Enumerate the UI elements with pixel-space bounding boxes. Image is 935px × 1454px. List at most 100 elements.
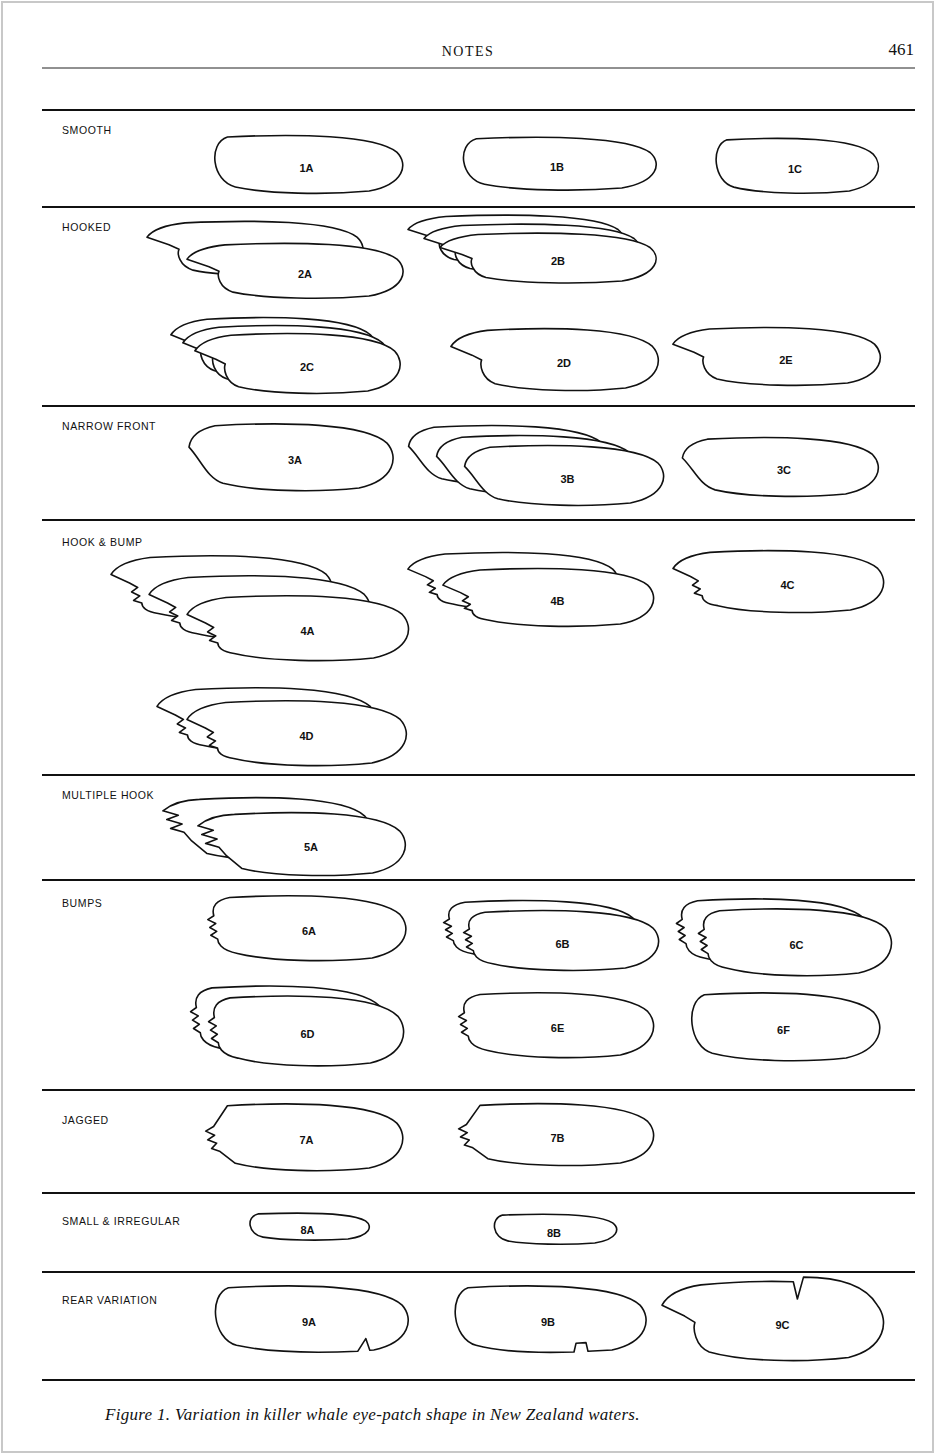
patch-outline [440, 233, 656, 283]
eye-patch: 4D [151, 681, 418, 772]
category-heading: MULTIPLE HOOK [62, 789, 154, 801]
patch-label: 4B [550, 595, 564, 606]
patch-outline [442, 569, 653, 627]
patch-label: 8A [300, 1225, 314, 1236]
eye-patch: 7B [437, 1097, 665, 1172]
patch-outline [208, 896, 406, 961]
patch-label: 9A [302, 1317, 316, 1328]
patch-label: 4D [299, 731, 313, 742]
row-rules [42, 110, 915, 1380]
patch-label: 6F [777, 1024, 790, 1035]
eye-patch: 5A [157, 791, 417, 882]
eye-patch: 9C [656, 1270, 896, 1368]
eye-patch: 8B [473, 1209, 626, 1249]
patch-outline [458, 993, 653, 1058]
eye-patch-outline [422, 894, 670, 977]
eye-patch-outline [402, 209, 668, 289]
patch-label: 1A [299, 162, 313, 173]
patch-label: 5A [304, 842, 318, 853]
eye-patch: 4A [105, 549, 421, 667]
eye-patch: 2E [667, 321, 892, 392]
patch-outline [464, 446, 663, 506]
patch-label: 6B [555, 938, 569, 949]
patch-outline [673, 328, 880, 386]
patch-label: 2C [300, 361, 314, 372]
eye-patch: 2D [445, 322, 670, 397]
patch-label: 3A [288, 455, 302, 466]
patch-label: 4C [780, 579, 794, 590]
eye-patch: 6D [169, 979, 415, 1073]
patch-outline [698, 909, 891, 976]
eye-patch: 7A [184, 1097, 415, 1177]
eye-patch-outline [165, 311, 412, 400]
patch-outline [673, 551, 884, 613]
patch-outline [187, 701, 406, 766]
patch-outline [187, 596, 408, 661]
eye-patch: 1C [689, 132, 889, 199]
patch-label: 4A [300, 626, 314, 637]
eye-patch: 3C [665, 431, 890, 503]
patch-outline [662, 1277, 884, 1361]
patch-label: 7B [550, 1132, 564, 1143]
patch-outline [206, 1104, 403, 1171]
eye-patch: 4B [402, 546, 665, 633]
category-heading-holder: HOOKED [62, 217, 111, 235]
running-header: NOTES [442, 44, 495, 60]
patch-outline [198, 813, 405, 876]
eye-patch: 4C [667, 544, 895, 619]
eye-patch: 1A [184, 129, 415, 200]
eye-patch: 6F [661, 986, 892, 1067]
patch-label: 1B [550, 162, 564, 173]
category-heading: JAGGED [62, 1114, 109, 1126]
patch-outline [716, 139, 878, 194]
patch-label: 1C [788, 164, 802, 175]
category-heading: NARROW FRONT [62, 420, 156, 432]
patch-label: 6E [551, 1023, 564, 1034]
eye-patch: 6C [655, 892, 903, 982]
category-heading-holder: SMALL & IRREGULAR [62, 1211, 180, 1229]
category-heading: HOOK & BUMP [62, 536, 143, 548]
figure-caption: Figure 1. Variation in killer whale eye-… [105, 1405, 640, 1425]
patch-outline [187, 244, 403, 299]
category-heading: SMALL & IRREGULAR [62, 1215, 180, 1227]
patch-outline [215, 1286, 408, 1352]
eye-patch: 6E [437, 986, 665, 1064]
patch-outline [455, 1286, 646, 1352]
patch-label: 7A [299, 1135, 313, 1146]
page-number: 461 [889, 40, 915, 60]
patch-outline [215, 136, 403, 194]
patch-label: 2D [557, 357, 571, 368]
eye-patch: 9B [424, 1279, 658, 1359]
patch-outline [692, 993, 880, 1061]
patch-label: 8B [547, 1227, 561, 1238]
patch-outline [189, 424, 393, 491]
category-heading-holder: MULTIPLE HOOK [62, 785, 154, 803]
patch-outline [208, 996, 403, 1066]
eye-patch-outline [105, 549, 421, 667]
patch-outline [463, 138, 656, 191]
patch-label: 2E [779, 354, 792, 365]
page-number-holder: 461 [889, 40, 915, 60]
eye-patch: 6B [422, 894, 670, 977]
patch-label: 6D [300, 1028, 314, 1039]
patch-label: 6C [789, 940, 803, 951]
patch-label: 3B [560, 473, 574, 484]
eye-patch: 9A [184, 1279, 420, 1359]
patch-label: 3C [777, 465, 791, 476]
patch-outline [451, 329, 658, 391]
eye-patch-outline [655, 892, 903, 982]
category-heading-holder: BUMPS [62, 893, 102, 911]
eye-patch: 2B [402, 209, 668, 289]
category-heading: SMOOTH [62, 124, 112, 136]
eye-patch-outline [141, 215, 415, 304]
running-header-holder: NOTES [442, 42, 495, 60]
patch-label: 9B [541, 1317, 555, 1328]
eye-patch: 8A [229, 1208, 378, 1245]
eye-patch: 3A [171, 417, 405, 497]
patch-outline [495, 1214, 617, 1244]
eye-patch: 1B [432, 131, 668, 196]
category-heading-holder: NARROW FRONT [62, 416, 156, 434]
category-heading-holder: JAGGED [62, 1110, 109, 1128]
patch-outline [458, 1104, 653, 1166]
category-heading: HOOKED [62, 221, 111, 233]
